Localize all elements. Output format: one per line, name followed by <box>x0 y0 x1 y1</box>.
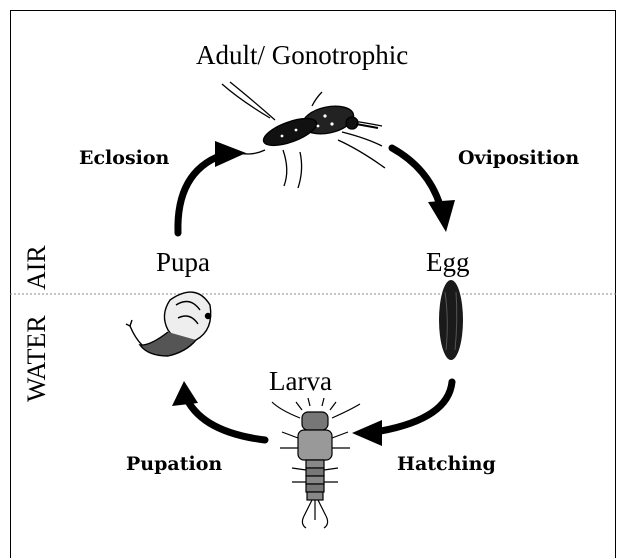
water-zone-label: WATER <box>22 315 52 402</box>
oviposition-arrow <box>392 148 440 205</box>
pupation-arrowhead <box>172 381 198 406</box>
larva-illustration <box>272 398 360 528</box>
hatching-arrowhead <box>352 420 382 446</box>
hatching-arrow <box>375 382 452 432</box>
pupation-label: Pupation <box>126 453 222 475</box>
adult-stage-label: Adult/ Gonotrophic <box>196 40 408 71</box>
oviposition-arrowhead <box>428 200 455 232</box>
egg-stage-label: Egg <box>426 247 470 278</box>
egg-illustration <box>439 280 463 360</box>
pupa-stage-label: Pupa <box>156 247 210 278</box>
oviposition-label: Oviposition <box>458 147 579 169</box>
adult-mosquito-illustration <box>222 82 385 188</box>
pupa-illustration <box>126 292 211 356</box>
eclosion-label: Eclosion <box>79 147 169 169</box>
hatching-label: Hatching <box>397 453 496 475</box>
larva-stage-label: Larva <box>269 366 332 397</box>
eclosion-arrowhead <box>215 141 246 167</box>
air-zone-label: AIR <box>22 245 52 290</box>
